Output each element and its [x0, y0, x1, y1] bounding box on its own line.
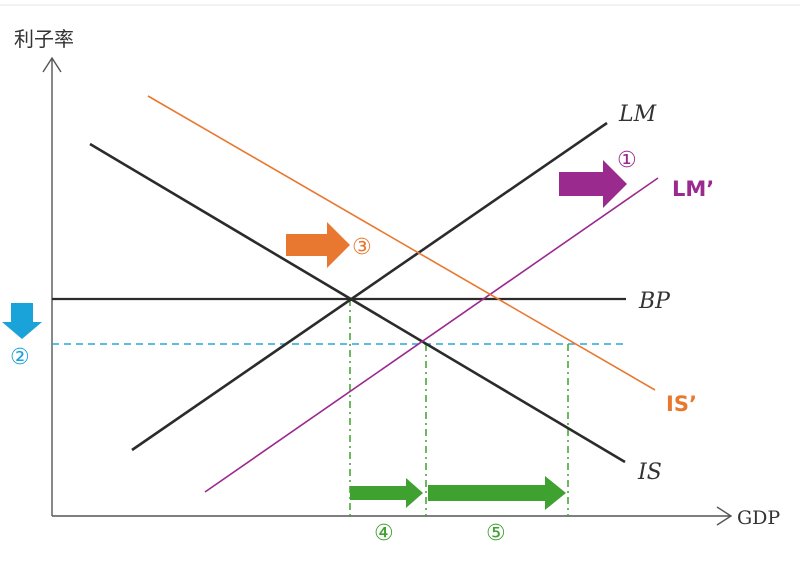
step-2-label: ②: [10, 345, 30, 370]
step-4-label: ④: [374, 521, 394, 546]
is-label: IS: [637, 460, 662, 485]
lm-label: LM: [618, 102, 657, 127]
y-axis-label: 利子率: [14, 27, 74, 51]
lm-curve: [131, 121, 608, 452]
x-axis-arrowhead: [716, 506, 733, 526]
gdp-shift-arrow-4: [350, 478, 423, 508]
lm-shift-arrow: [559, 160, 627, 208]
is-prime-curve: [147, 95, 656, 391]
step-1-label: ①: [617, 148, 637, 173]
gdp-shift-arrow-5: [428, 476, 566, 510]
lm-prime-curve: [204, 177, 659, 493]
is-curve: [89, 142, 626, 464]
x-axis-label: GDP: [737, 507, 780, 529]
y-axis-arrowhead: [42, 56, 62, 73]
dashed-gdp-guides: [349, 299, 569, 516]
step-5-label: ⑤: [486, 521, 506, 546]
step-3-label: ③: [352, 235, 372, 260]
lm-prime-label: LM’: [672, 177, 714, 201]
is-prime-label: IS’: [666, 392, 697, 416]
is-shift-arrow: [286, 222, 350, 268]
bp-label: BP: [638, 289, 671, 314]
rate-fall-arrow: [2, 303, 42, 339]
axes: [42, 56, 733, 526]
